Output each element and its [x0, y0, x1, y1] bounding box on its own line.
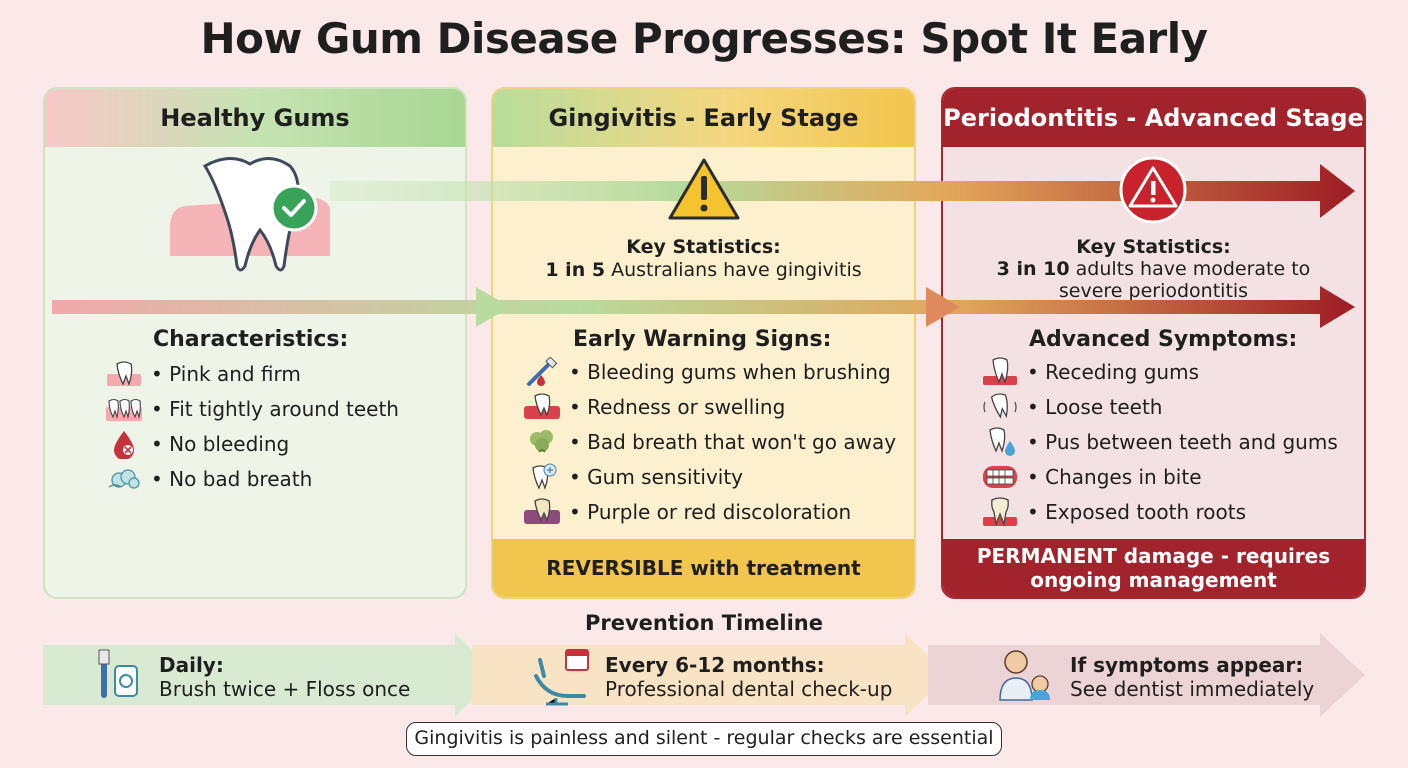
sensitive-tooth-icon [523, 462, 561, 492]
danger-icon [1119, 156, 1187, 224]
progression-arrow-middle [52, 286, 1355, 328]
list-item: • Loose teeth [981, 392, 1162, 422]
healthy-gums-title: Healthy Gums [45, 89, 465, 147]
dentist-icon [999, 650, 1050, 701]
timeline-arrow-daily [43, 633, 498, 717]
exposed-root-icon [981, 497, 1019, 527]
list-item: • Gum sensitivity [523, 462, 743, 492]
fresh-breath-icon [105, 464, 143, 494]
healthy-tooth-illustration [170, 157, 330, 272]
timeline-step-daily: Daily: Brush twice + Floss once [159, 653, 411, 701]
list-item: • Exposed tooth roots [981, 497, 1246, 527]
list-item: • Changes in bite [981, 462, 1202, 492]
toothbrush-floss-icon [98, 649, 138, 698]
reversible-banner: REVERSIBLE with treatment [493, 539, 914, 597]
loose-tooth-icon [981, 392, 1019, 422]
teeth-gum-icon [105, 394, 143, 424]
no-blood-drop-icon [105, 429, 143, 459]
arrowhead-healthy [476, 287, 510, 327]
characteristics-heading: Characteristics: [153, 327, 349, 352]
pus-tooth-icon [981, 427, 1019, 457]
timeline-step-checkup: Every 6-12 months: Professional dental c… [605, 653, 893, 701]
list-item: • Bleeding gums when brushing [523, 357, 891, 387]
list-item: • Redness or swelling [523, 392, 785, 422]
footer-note: Gingivitis is painless and silent - regu… [406, 722, 1002, 756]
list-item: • Fit tightly around teeth [105, 394, 399, 424]
check-icon [270, 184, 318, 232]
list-item: • Bad breath that won't go away [523, 427, 896, 457]
list-item: • No bad breath [105, 464, 312, 494]
toothbrush-blood-icon [523, 357, 561, 387]
swollen-gum-icon [523, 392, 561, 422]
list-item: • Pink and firm [105, 359, 301, 389]
periodontitis-panel: Periodontitis - Advanced Stage Key Stati… [941, 87, 1366, 599]
timeline-heading: Prevention Timeline [584, 611, 824, 635]
receding-gum-icon [981, 357, 1019, 387]
list-item: • Purple or red discoloration [523, 497, 851, 527]
list-item: • Receding gums [981, 357, 1199, 387]
progression-arrow-top [330, 164, 1355, 218]
advanced-symptoms-heading: Advanced Symptoms: [1029, 327, 1298, 352]
timeline-step-symptoms: If symptoms appear: See dentist immediat… [1070, 653, 1315, 701]
list-item: • No bleeding [105, 429, 289, 459]
gingivitis-title: Gingivitis - Early Stage [493, 89, 914, 147]
arrowhead-gingivitis [926, 287, 960, 327]
tooth-gum-icon [105, 359, 143, 389]
discolored-gum-icon [523, 497, 561, 527]
warning-icon [668, 158, 740, 220]
list-item: • Pus between teeth and gums [981, 427, 1338, 457]
bad-breath-icon [523, 427, 561, 457]
early-warning-heading: Early Warning Signs: [573, 327, 832, 352]
gingivitis-panel: Gingivitis - Early Stage Key Statistics:… [491, 87, 916, 599]
gingivitis-statistics: Key Statistics: 1 in 5 Australians have … [545, 236, 862, 281]
periodontitis-title: Periodontitis - Advanced Stage [943, 89, 1364, 147]
dental-chair-calendar-icon [534, 649, 589, 706]
timeline-arrow-checkup [472, 633, 948, 717]
bite-icon [981, 462, 1019, 492]
page-title: How Gum Disease Progresses: Spot It Earl… [200, 14, 1208, 63]
periodontitis-statistics: Key Statistics: 3 in 10 adults have mode… [996, 236, 1311, 302]
